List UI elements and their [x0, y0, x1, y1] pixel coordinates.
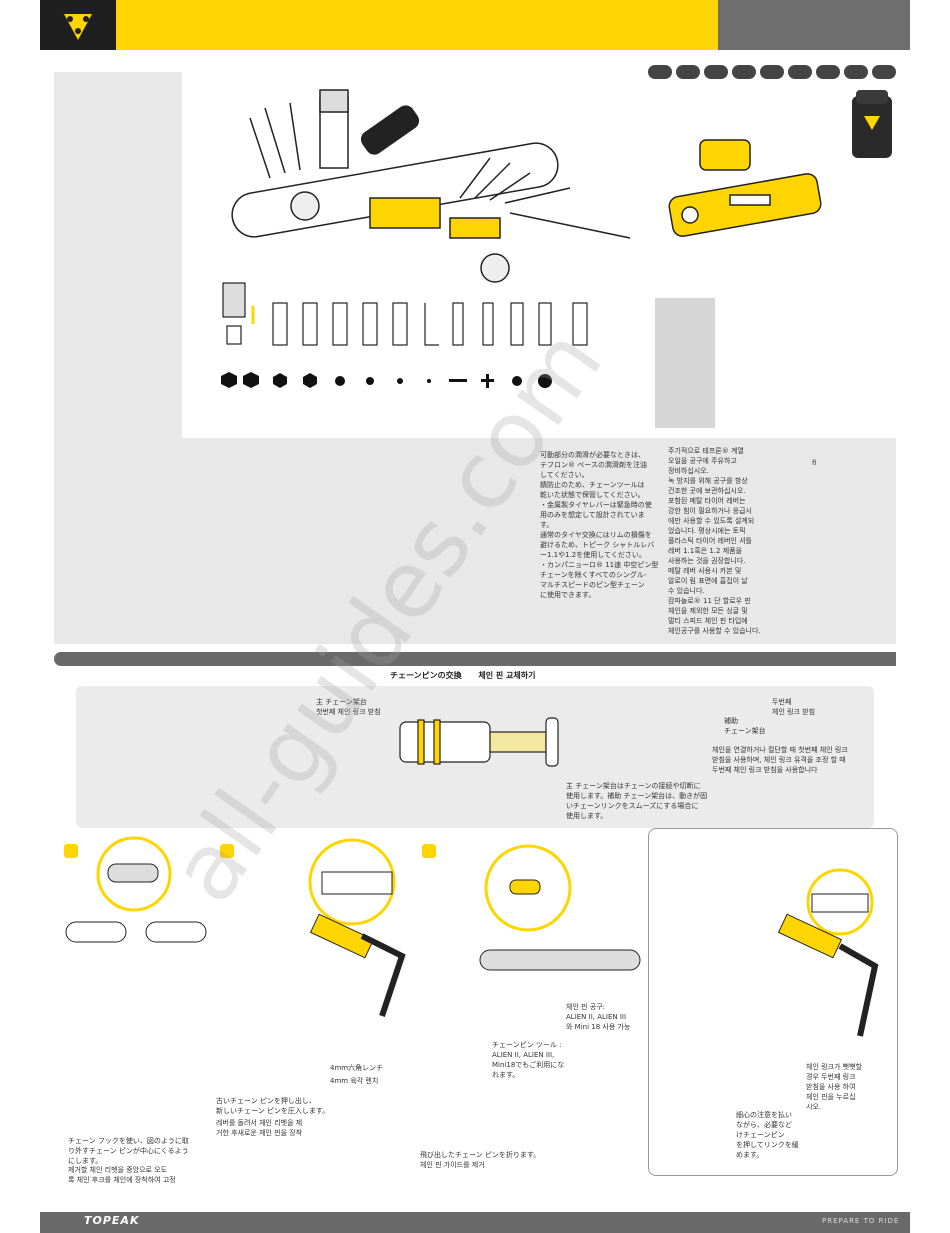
section-title: チェーンピンの交換 체인 핀 교체하기 — [390, 670, 536, 681]
dot — [648, 65, 672, 79]
step-3-jp: チェーンピン ツール : ALIEN II, ALIEN III, Mini18… — [492, 1041, 565, 1079]
dot — [676, 65, 700, 79]
step-1-illustration — [65, 836, 207, 943]
section-title-jp: チェーンピンの交換 — [390, 671, 462, 680]
step-2-badge — [220, 844, 234, 858]
section-bar — [54, 652, 896, 666]
dot — [760, 65, 784, 79]
topeak-emblem-icon — [64, 14, 92, 40]
dot — [816, 65, 840, 79]
support-desc-kr: 체인을 연결하거나 절단할 때 첫번째 체인 링크 받침을 사용하며, 체인 링… — [712, 746, 848, 774]
step-2-kr: 레버를 돌려서 체인 리벳을 제 거한 후새로운 체인 핀을 장착 — [216, 1119, 303, 1137]
multitool-illustration — [231, 89, 631, 283]
aux-support-jp: 補助 — [724, 717, 738, 725]
footer-slogan: PREPARE TO RIDE — [822, 1217, 900, 1225]
step-3-badge — [422, 844, 436, 858]
step-1-jp: チェーン フックを使い、図のように取 り外すチェーン ピンが中心にくるよう にし… — [68, 1137, 189, 1165]
main-support-kr: 첫번째 체인 링크 받침 — [316, 708, 381, 716]
dot — [872, 65, 896, 79]
wrench-jp: 4mm六角レンチ — [330, 1064, 384, 1072]
tool-bits-row — [221, 282, 715, 428]
topeak-logo — [40, 0, 116, 50]
side-panel — [54, 72, 182, 644]
language-dots — [648, 65, 896, 79]
step-2-illustration — [308, 838, 406, 1017]
footer-bar — [40, 1212, 910, 1233]
pouch-illustration — [852, 90, 892, 158]
step-1-badge — [64, 844, 78, 858]
jp-notes: 可動部分の潤滑が必要なときは、 テフロン® ベースの潤滑剤を注油 してください。… — [540, 451, 659, 599]
header-gray-block — [718, 0, 910, 50]
notes-panel — [182, 438, 896, 644]
fi-mark: fi — [812, 459, 817, 467]
chain-tool-illustration — [668, 139, 822, 237]
dot — [732, 65, 756, 79]
section-title-kr: 체인 핀 교체하기 — [478, 671, 536, 680]
note-jp: 細心の注意を払い ながら、必要など けチェーンピン を押してリンクを緩 めます。 — [736, 1111, 799, 1159]
dot — [844, 65, 868, 79]
step-3-kr: 체인 핀 공구: ALIEN II, ALIEN III 와 Mini 18 사… — [566, 1003, 631, 1031]
wrench-kr: 4mm 육각 렌치 — [330, 1077, 379, 1085]
step-3-illustration — [479, 844, 641, 971]
step-1-kr: 제거할 체인 리벳을 중앙으로 오도 록 체인 후크를 체인에 장착하여 고정 — [68, 1166, 176, 1184]
chain-pin-tool-illustration — [399, 717, 559, 767]
main-support-jp: 主 チェーン架台 — [316, 698, 367, 706]
step-3b-jp: 飛び出したチェーン ピンを折ります。 — [420, 1151, 541, 1159]
support-desc-jp: 主 チェーン架台はチェーンの接続や切断に 使用します。補助 チェーン架台は、動き… — [566, 782, 708, 820]
second-support-kr: 두번째 — [772, 698, 792, 706]
note-kr: 체인 링크가 뻣뻣할 경우 두번째 링크 받침을 사용 하여 체인 핀을 누르십… — [806, 1063, 862, 1111]
step-3b-kr: 체인 핀 가이드를 제거 — [420, 1161, 485, 1169]
dot — [704, 65, 728, 79]
footer-brand: TOPEAK — [84, 1214, 140, 1227]
second-support-kr-2: 체인 링크 받침 — [772, 708, 816, 716]
dot — [788, 65, 812, 79]
stiff-link-illustration — [777, 868, 879, 1037]
aux-support-jp-2: チェーン架台 — [724, 727, 766, 735]
kr-notes: 주기적으로 테프론® 계열 오일을 공구에 주유하고 정비하십시오. 녹 방지를… — [668, 447, 761, 635]
step-2-jp: 古いチェーン ピンを押し出し、 新しいチェーン ピンを圧入します。 — [216, 1097, 330, 1115]
